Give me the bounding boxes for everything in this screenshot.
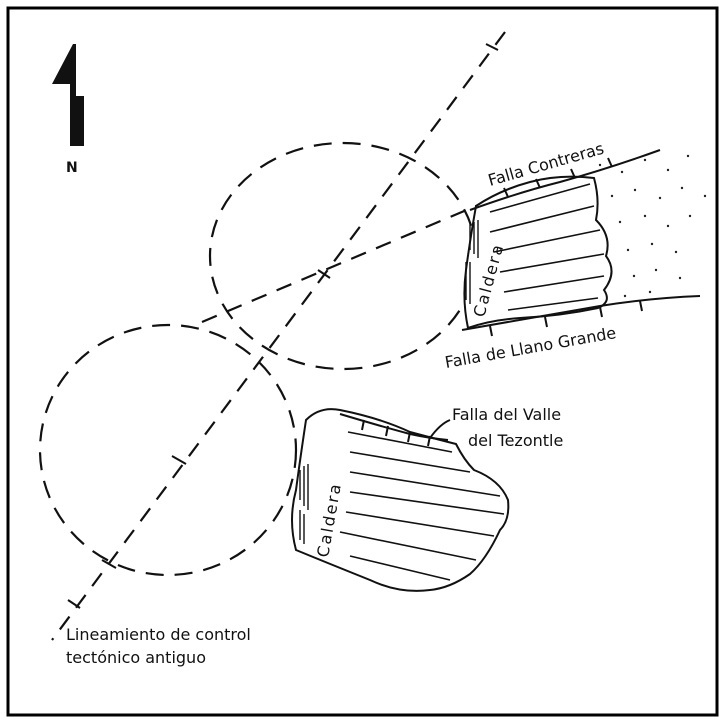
lower-caldera-body — [291, 408, 510, 592]
secondary-lineament — [201, 204, 477, 324]
lineament-ticks — [67, 43, 499, 609]
label-falla-valle-1: Falla del Valle — [452, 405, 561, 424]
label-falla-llano-grande: Falla de Llano Grande — [443, 323, 617, 372]
falla-valle-tezontle-line — [339, 413, 451, 447]
north-label: N — [66, 160, 78, 176]
label-lineamiento-2: tectónico antiguo — [66, 648, 206, 667]
label-lineamiento-1: Lineamiento de control — [66, 625, 251, 644]
upper-caldera-ring — [208, 141, 478, 371]
falla-contreras-line — [469, 149, 661, 211]
stippled-area — [598, 154, 707, 298]
lineament-line — [51, 31, 506, 641]
north-arrow: N — [52, 44, 84, 176]
lower-caldera-ring — [38, 323, 298, 577]
upper-caldera-body — [463, 175, 613, 330]
map-frame — [6, 6, 719, 717]
label-falla-valle-2: del Tezontle — [468, 431, 563, 450]
falla-llano-grande-line — [461, 295, 701, 337]
